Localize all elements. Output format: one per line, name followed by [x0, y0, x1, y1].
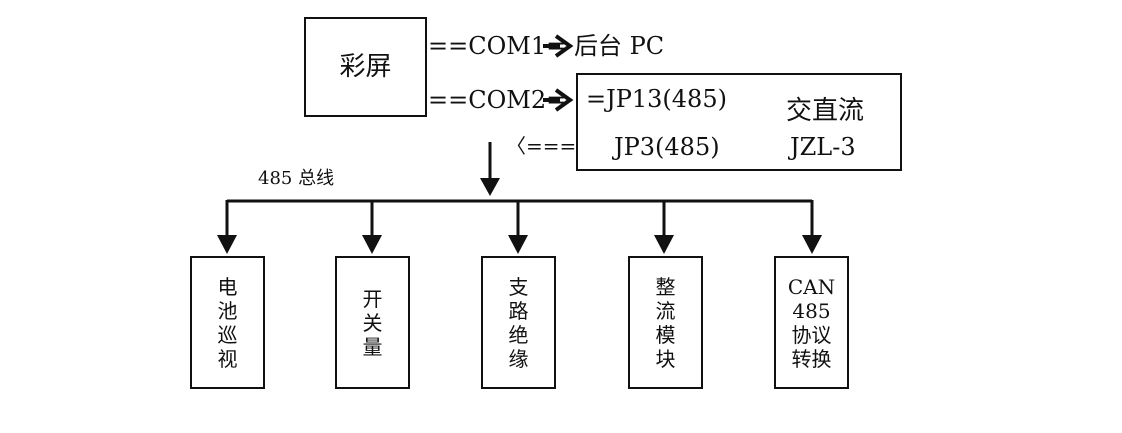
com2-arrow-icon: [543, 88, 574, 112]
module-label-line: 支: [508, 274, 529, 299]
branch-arrow-branch-insulation: [508, 200, 528, 254]
module-box-switch: 开关量: [335, 256, 410, 389]
module-label-line: 量: [362, 334, 383, 359]
module-label-line: 池: [217, 298, 238, 323]
branch-arrows: [217, 200, 822, 254]
bus-down-arrow: [480, 142, 500, 196]
jp3-port-label: JP3(485): [614, 133, 720, 161]
com1-arrow-icon: [543, 34, 574, 58]
module-label-line: 电: [217, 274, 238, 299]
color-screen-label: 彩屏: [339, 52, 392, 82]
module-label-line: 流: [655, 298, 676, 323]
bus-label: 485 总线: [258, 168, 335, 189]
module-box-rectifier: 整流模块: [628, 256, 703, 389]
com1-label: ==COM1=: [428, 32, 567, 60]
jp13-port-label: =JP13(485): [586, 85, 727, 113]
module-label-line: 缘: [508, 346, 529, 371]
module-label-line: 绝: [508, 322, 529, 347]
module-label-line: 关: [362, 310, 383, 335]
power-box: =JP13(485) JP3(485) 交直流 JZL-3: [576, 73, 902, 171]
module-label-line: 协议: [791, 322, 832, 347]
module-label-line: 视: [217, 346, 238, 371]
color-screen-box: 彩屏: [304, 17, 427, 117]
module-label-line: 485: [792, 298, 831, 323]
module-label-line: 块: [655, 346, 676, 371]
module-label-line: 转换: [791, 346, 832, 371]
module-label-line: 路: [508, 298, 529, 323]
module-box-branch-insulation: 支路绝缘: [481, 256, 556, 389]
branch-arrow-can-converter: [802, 200, 822, 254]
com2-label: ==COM2=: [428, 86, 567, 114]
branch-arrow-switch: [362, 200, 382, 254]
module-label-line: 整: [655, 274, 676, 299]
branch-arrow-rectifier: [654, 200, 674, 254]
power-model-label: JZL-3: [790, 133, 856, 161]
module-box-battery: 电池巡视: [190, 256, 265, 389]
module-label-line: 巡: [217, 322, 238, 347]
branch-arrow-battery: [217, 200, 237, 254]
power-name-label: 交直流: [786, 96, 865, 126]
return-arrow-label: 〈===: [506, 134, 577, 158]
module-label-line: 模: [655, 322, 676, 347]
module-label-line: CAN: [787, 274, 836, 299]
module-label-line: 开: [362, 286, 383, 311]
backend-pc-label: 后台 PC: [574, 32, 665, 60]
